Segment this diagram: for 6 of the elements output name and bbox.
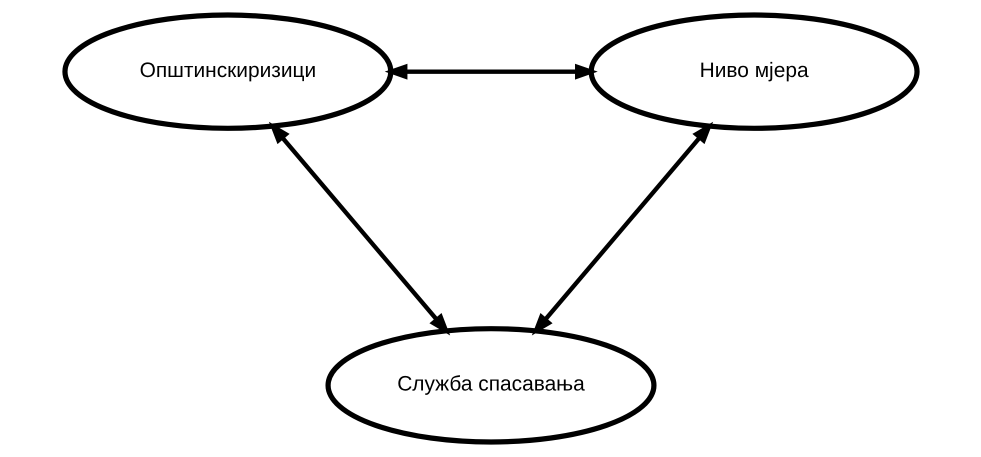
- arrow: [531, 122, 713, 336]
- node-ellipse: Општинскиризици: [62, 12, 393, 131]
- arrow: [384, 64, 598, 80]
- node-ellipse: Служба спасавања: [324, 326, 656, 445]
- node-ellipse: Ниво мјера: [588, 12, 920, 131]
- arrow: [268, 122, 450, 336]
